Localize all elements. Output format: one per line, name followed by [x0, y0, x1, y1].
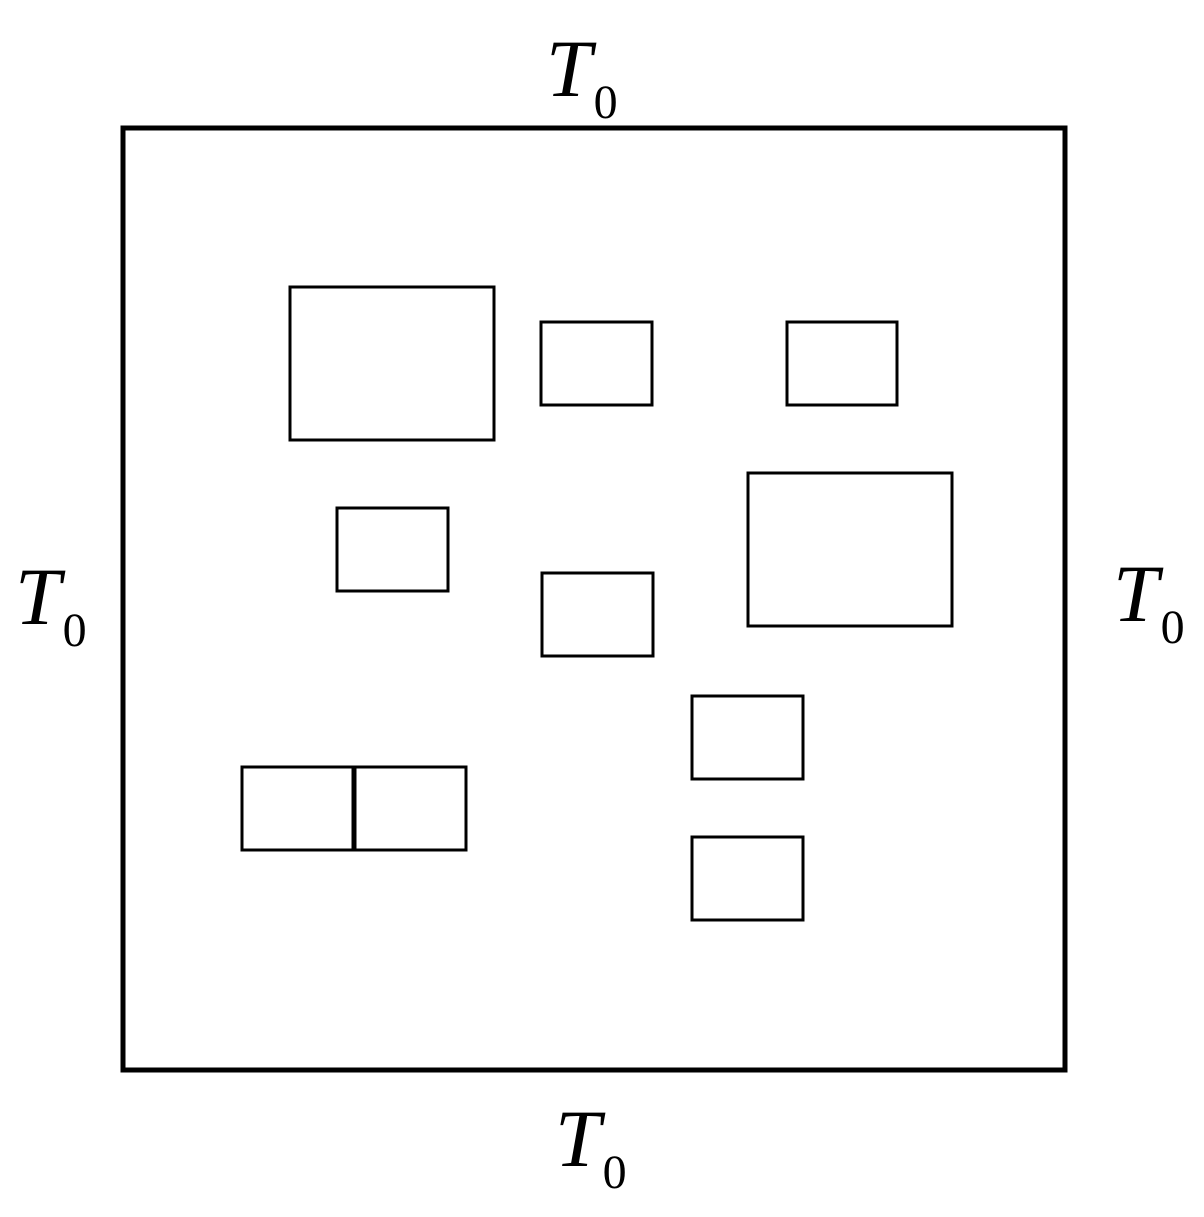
component-top-middle [539, 320, 654, 407]
component-lower-middle-2 [690, 835, 805, 922]
boundary-label-top-symbol: T [546, 23, 592, 114]
boundary-label-top: T0 [546, 28, 618, 127]
component-pair-left [240, 765, 356, 852]
boundary-label-left-subscript: 0 [62, 604, 87, 657]
component-large-top-left [288, 285, 496, 442]
boundary-label-right-subscript: 0 [1160, 601, 1185, 654]
outer-boundary [120, 125, 1068, 1073]
component-top-right [785, 320, 899, 407]
boundary-label-left-symbol: T [15, 551, 61, 642]
component-large-right [746, 471, 954, 628]
boundary-label-bottom-subscript: 0 [602, 1146, 627, 1199]
boundary-label-right: T0 [1113, 553, 1185, 652]
boundary-label-top-subscript: 0 [593, 76, 618, 129]
boundary-label-bottom: T0 [555, 1098, 627, 1197]
component-middle-left [335, 506, 450, 593]
boundary-label-left: T0 [15, 556, 87, 655]
boundary-label-right-symbol: T [1113, 548, 1159, 639]
component-pair-right [352, 765, 468, 852]
component-lower-middle-1 [690, 694, 805, 781]
boundary-label-bottom-symbol: T [555, 1093, 601, 1184]
component-center [540, 571, 655, 658]
